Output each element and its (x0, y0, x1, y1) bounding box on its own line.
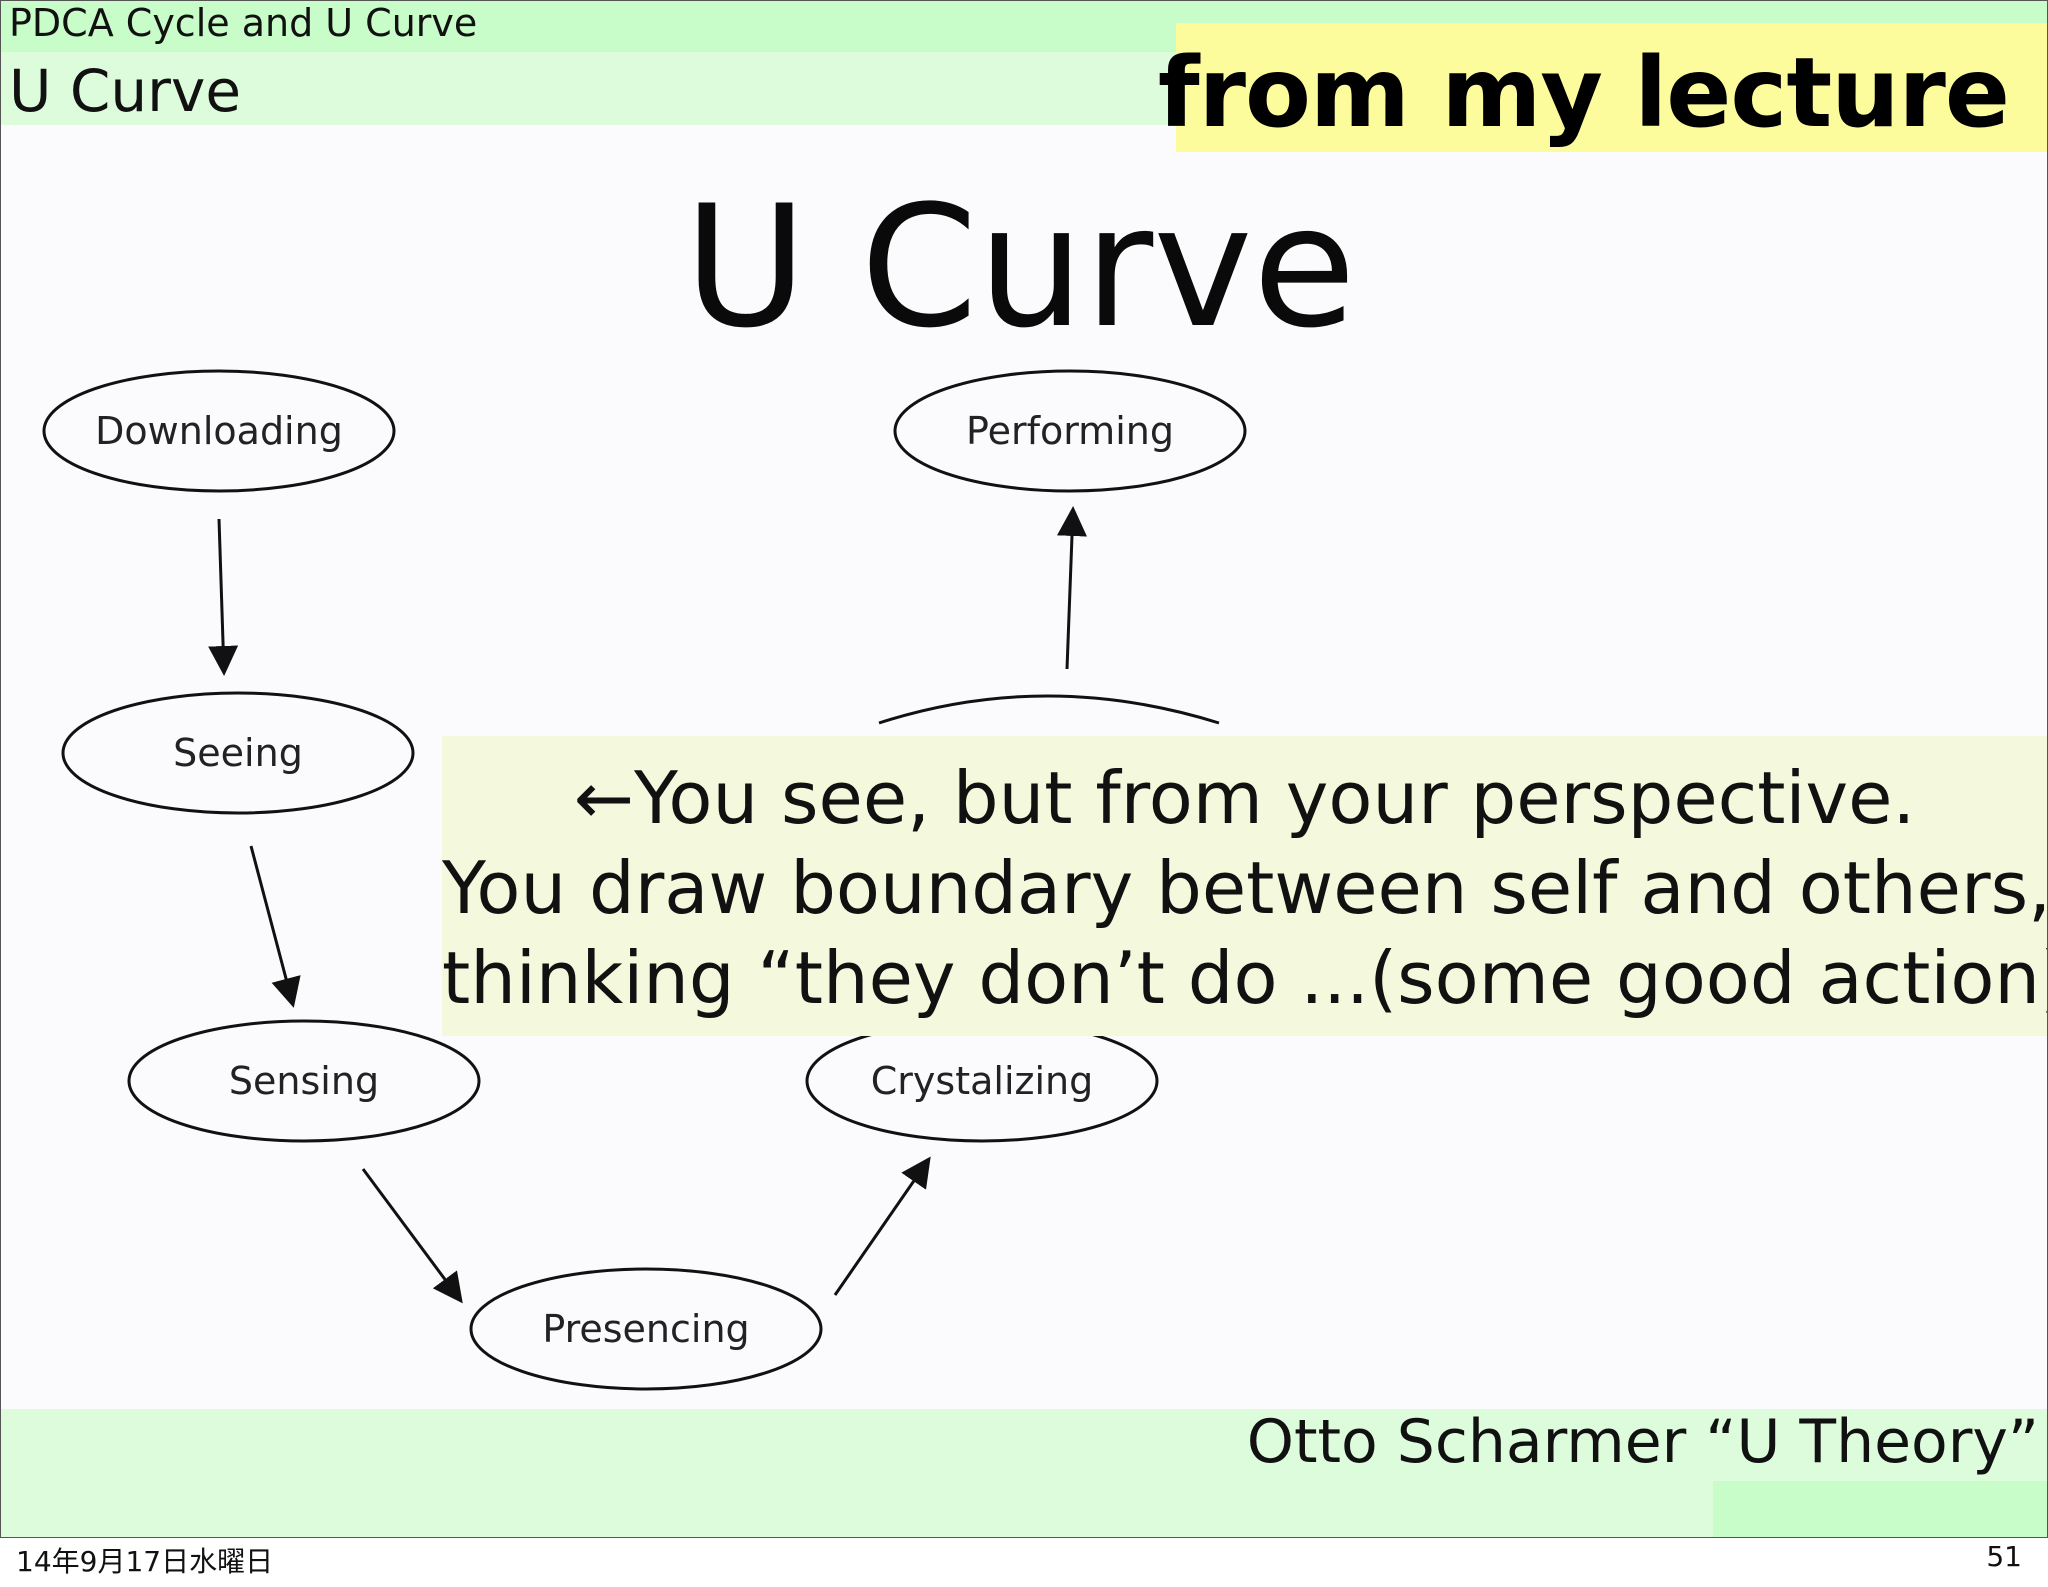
citation: Otto Scharmer “U Theory” (1246, 1407, 2039, 1477)
bottom-band (1, 1481, 2047, 1537)
section-title: U Curve (9, 57, 241, 125)
node-presencing: Presencing (469, 1267, 823, 1391)
node-label: Performing (966, 409, 1174, 453)
note-line: ←You see, but from your perspective. (573, 756, 1916, 840)
node-downloading: Downloading (42, 369, 396, 493)
edge-downloading-seeing (208, 518, 239, 676)
note-line: thinking “they don’t do ...(some good ac… (442, 936, 2048, 1020)
edge-sensing-presencing (361, 1168, 463, 1304)
node-seeing: Seeing (61, 691, 415, 815)
slide-title-text: U Curve (684, 169, 1356, 365)
node-label: Sensing (229, 1059, 379, 1103)
hidden-node-outline (878, 694, 1220, 725)
node-crystalizing: Crystalizing (805, 1019, 1159, 1143)
note-line: You draw boundary between self and other… (442, 846, 2048, 930)
lecture-badge-text: from my lecture (1157, 37, 2010, 149)
slide-title: U Curve (1, 169, 2047, 365)
u-curve-diagram: Downloading Seeing Sensing Presencing Cr… (42, 369, 1247, 1391)
node-sensing: Sensing (127, 1019, 481, 1143)
node-label: Presencing (542, 1307, 749, 1351)
citation-band (1, 1409, 2047, 1481)
lecture-badge: from my lecture (1158, 23, 2047, 152)
node-label: Downloading (95, 409, 343, 453)
annotation-note: ←You see, but from your perspective. You… (442, 736, 2047, 1036)
edge-presencing-crystalizing (833, 1156, 931, 1296)
edge-seeing-sensing (249, 845, 301, 1008)
edge-prototyping-performing (1056, 506, 1087, 670)
breadcrumb: PDCA Cycle and U Curve (9, 1, 478, 45)
slide: PDCA Cycle and U Curve U Curve from my l… (0, 0, 2048, 1538)
node-label: Crystalizing (871, 1059, 1093, 1103)
subheader-band (1, 52, 1176, 125)
node-performing: Performing (893, 369, 1247, 493)
page-number: 51 (1986, 1540, 2022, 1573)
node-label: Seeing (173, 731, 303, 775)
footer-date: 14年9月17日水曜日 (16, 1545, 274, 1578)
